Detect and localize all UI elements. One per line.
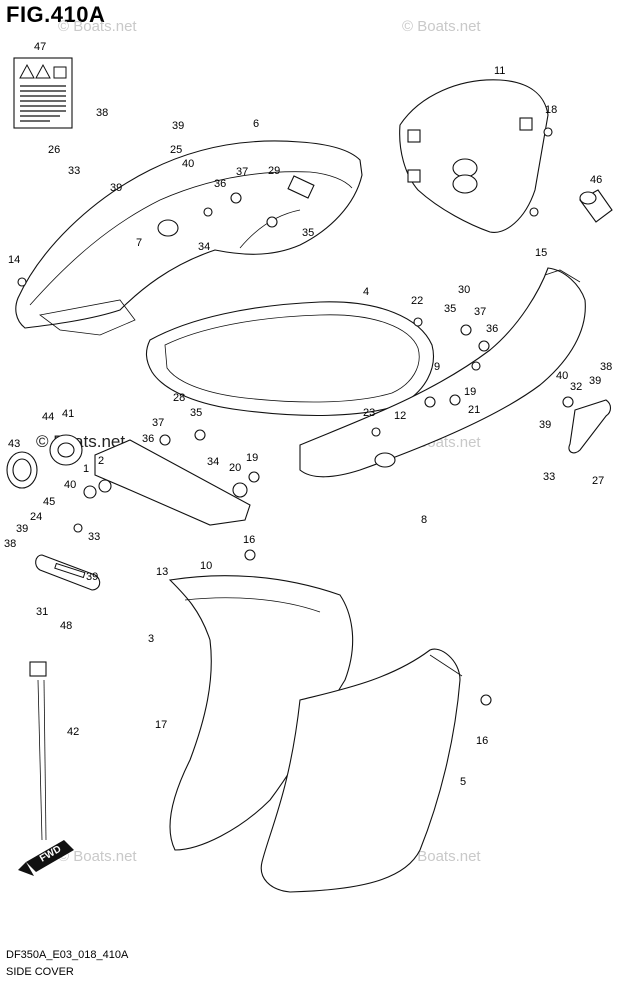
callout-number: 20	[229, 462, 241, 474]
callout-number: 22	[411, 295, 423, 307]
callout-number: 37	[474, 306, 486, 318]
upper-side-cover-part	[15, 140, 363, 336]
callout-number: 21	[468, 404, 480, 416]
callout-number: 7	[136, 237, 142, 249]
callout-number: 15	[535, 247, 547, 259]
callout-number: 1	[83, 463, 89, 475]
callout-number: 6	[253, 118, 259, 130]
callout-number: 42	[67, 726, 79, 738]
callout-number: 47	[34, 41, 46, 53]
figure-title: FIG.410A	[6, 2, 106, 27]
callout-number: 48	[60, 620, 72, 632]
callout-number: 5	[460, 776, 466, 788]
callout-number: 39	[110, 182, 122, 194]
callout-number: 36	[142, 433, 154, 445]
watermark-bottom-right: © Boats.net	[402, 848, 481, 865]
callout-number: 38	[96, 107, 108, 119]
callout-number: 35	[302, 227, 314, 239]
top-panel-part	[399, 79, 549, 233]
callout-number: 17	[155, 719, 167, 731]
callout-number: 45	[43, 496, 55, 508]
callout-number: 35	[444, 303, 456, 315]
callout-number: 38	[4, 538, 16, 550]
knob-part	[579, 189, 613, 223]
drawing-name: SIDE COVER	[6, 966, 74, 978]
watermark-top-right: © Boats.net	[402, 18, 481, 35]
callout-number: 39	[86, 571, 98, 583]
lower-side-cover-part	[299, 267, 586, 478]
right-lower-cover-part	[260, 648, 463, 893]
callout-number: 41	[62, 408, 74, 420]
callout-number: 16	[243, 534, 255, 546]
callout-number: 25	[170, 144, 182, 156]
grommet-parts	[6, 434, 83, 489]
callout-number: 9	[434, 361, 440, 373]
warning-label-part	[13, 57, 73, 129]
watermark-bottom-left: © Boats.net	[58, 848, 137, 865]
callout-number: 3	[148, 633, 154, 645]
callout-number: 36	[214, 178, 226, 190]
callout-number: 28	[173, 392, 185, 404]
callout-number: 29	[268, 165, 280, 177]
callout-number: 40	[182, 158, 194, 170]
callout-number: 19	[464, 386, 476, 398]
hardware-parts	[17, 127, 574, 706]
callout-number: 39	[589, 375, 601, 387]
callout-number: 31	[36, 606, 48, 618]
callout-number: 8	[421, 514, 427, 526]
callout-number: 11	[494, 65, 505, 77]
callout-number: 44	[42, 411, 54, 423]
callout-number: 16	[476, 735, 488, 747]
callout-number: 37	[236, 166, 248, 178]
drawing-code: DF350A_E03_018_410A	[6, 949, 129, 961]
handle-right-part	[568, 399, 612, 454]
callout-number: 26	[48, 144, 60, 156]
callout-number: 33	[543, 471, 555, 483]
bracket-part	[94, 439, 251, 526]
callout-number: 36	[486, 323, 498, 335]
callout-number: 34	[198, 241, 210, 253]
callout-number: 33	[88, 531, 100, 543]
callout-number: 23	[363, 407, 375, 419]
callout-number: 27	[592, 475, 604, 487]
callout-number: 39	[172, 120, 184, 132]
callout-number: 33	[68, 165, 80, 177]
watermark-top-left: © Boats.net	[58, 18, 137, 35]
callout-number: 14	[8, 254, 20, 266]
callout-number: 10	[200, 560, 212, 572]
callout-number: 34	[207, 456, 219, 468]
callout-number: 30	[458, 284, 470, 296]
left-lower-cover-part	[168, 575, 354, 851]
fwd-arrow	[18, 840, 74, 876]
strap-part	[29, 661, 47, 841]
callout-number: 4	[363, 286, 369, 298]
callout-number: 43	[8, 438, 20, 450]
callout-number: 37	[152, 417, 164, 429]
callout-number: 12	[394, 410, 406, 422]
callout-number: 13	[156, 566, 168, 578]
callout-number: 38	[600, 361, 612, 373]
callout-number: 2	[98, 455, 104, 467]
callout-number: 39	[16, 523, 28, 535]
callout-number: 40	[556, 370, 568, 382]
callout-number: 18	[545, 104, 557, 116]
callout-number: 39	[539, 419, 551, 431]
handle-part	[35, 554, 101, 591]
callout-number: 24	[30, 511, 42, 523]
callout-number: 35	[190, 407, 202, 419]
callout-number: 40	[64, 479, 76, 491]
callout-number: 32	[570, 381, 582, 393]
callout-number: 19	[246, 452, 258, 464]
callout-number: 46	[590, 174, 602, 186]
